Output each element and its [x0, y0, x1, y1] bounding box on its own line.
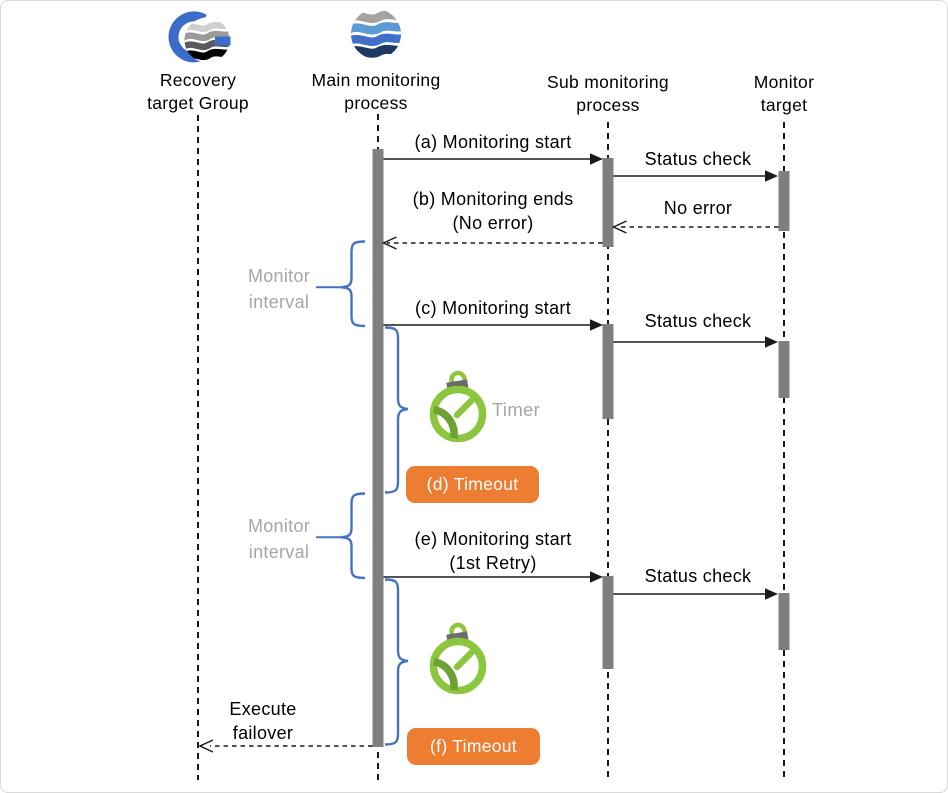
- arrow-a-monitoring-start: [383, 153, 603, 165]
- message-label-a: (a) Monitoring start: [414, 132, 572, 152]
- activation-bar-target-3: [778, 593, 790, 650]
- interval-line: interval: [248, 542, 310, 562]
- header-line: process: [576, 95, 640, 115]
- monitor-interval-label-2: Monitor interval: [248, 513, 310, 565]
- activation-bar-sub-3: [602, 576, 614, 669]
- activation-bar-sub-2: [602, 324, 614, 419]
- g-globe-logo-icon: [168, 11, 231, 63]
- message-label-execute-failover: Execute failover: [229, 697, 296, 745]
- arrow-no-error: [611, 220, 779, 234]
- arrow-e-monitoring-start-retry: [383, 571, 603, 583]
- header-line: Sub monitoring: [547, 72, 669, 92]
- timer-label: Timer: [492, 399, 541, 420]
- message-line: Execute: [229, 699, 297, 719]
- lifeline-header-monitor-target: Monitor target: [754, 71, 814, 117]
- message-label-no-error: No error: [663, 198, 733, 218]
- timeout-badge-d: (d) Timeout: [406, 466, 539, 503]
- monitor-interval-brace-1: [316, 240, 366, 328]
- message-line: failover: [232, 723, 294, 743]
- wave-sphere-logo-icon: [351, 9, 401, 59]
- timer-brace-1: [384, 326, 409, 494]
- activation-bar-target-1: [778, 171, 790, 231]
- timer-icon: [429, 370, 487, 443]
- message-label-status-check-1: Status check: [644, 149, 752, 169]
- interval-line: Monitor: [247, 266, 311, 286]
- interval-line: interval: [248, 292, 310, 312]
- message-line: (e) Monitoring start: [414, 529, 572, 549]
- message-line: (b) Monitoring ends: [412, 189, 574, 209]
- arrow-status-check-3: [613, 588, 778, 600]
- message-label-e: (e) Monitoring start (1st Retry): [414, 527, 571, 575]
- activation-bar-target-2: [778, 341, 790, 398]
- interval-line: Monitor: [247, 516, 311, 536]
- activation-bar-main: [372, 149, 384, 747]
- header-line: Main monitoring: [311, 70, 441, 90]
- message-label-b: (b) Monitoring ends (No error): [413, 187, 574, 235]
- lifeline-header-sub-monitoring-process: Sub monitoring process: [547, 71, 669, 117]
- monitor-interval-label-1: Monitor interval: [248, 263, 310, 315]
- arrow-status-check-1: [613, 170, 778, 182]
- header-line: target Group: [147, 93, 249, 113]
- message-line: (1st Retry): [449, 553, 537, 573]
- timer-brace-2: [384, 578, 409, 746]
- lifeline-header-recovery-target-group: Recovery target Group: [147, 69, 249, 115]
- header-line: target: [760, 95, 808, 115]
- activation-bar-sub-1: [602, 158, 614, 247]
- message-label-status-check-2: Status check: [644, 311, 752, 331]
- message-label-status-check-3: Status check: [644, 566, 752, 586]
- monitor-interval-brace-2: [316, 492, 366, 580]
- message-label-c: (c) Monitoring start: [414, 298, 572, 318]
- timeout-badge-f: (f) Timeout: [407, 728, 540, 765]
- arrow-status-check-2: [613, 336, 778, 348]
- lifeline-header-main-monitoring-process: Main monitoring process: [312, 69, 441, 115]
- header-line: Monitor: [753, 72, 815, 92]
- header-line: Recovery: [159, 70, 237, 90]
- timer-icon: [429, 622, 487, 695]
- arrow-execute-failover: [198, 739, 373, 753]
- header-line: process: [344, 93, 408, 113]
- arrow-c-monitoring-start: [383, 319, 603, 331]
- arrow-b-monitoring-ends: [381, 236, 603, 250]
- message-line: (No error): [452, 213, 534, 233]
